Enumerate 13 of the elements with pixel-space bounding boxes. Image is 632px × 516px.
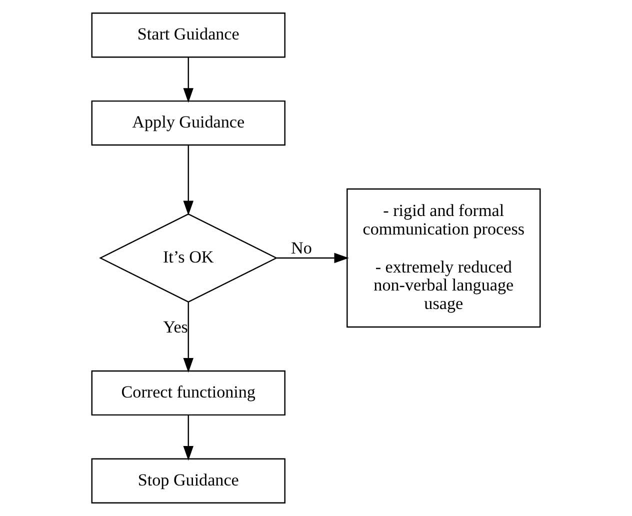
- node-box: Apply Guidance: [91, 100, 286, 146]
- edge-label: No: [291, 238, 312, 258]
- arrow: [276, 252, 349, 264]
- arrow: [183, 415, 194, 461]
- arrow: [183, 57, 194, 103]
- node-box: Stop Guidance: [91, 458, 286, 504]
- arrow: [183, 146, 194, 216]
- node-box: Start Guidance: [91, 12, 286, 58]
- edge-label: Yes: [163, 317, 188, 336]
- node-box: - rigid and formal communication process - extremely reduced non-verbal language usage: [346, 188, 541, 328]
- arrow: [183, 302, 194, 373]
- node-diamond: It’s OK: [99, 213, 278, 303]
- node-box: Correct functioning: [91, 370, 286, 416]
